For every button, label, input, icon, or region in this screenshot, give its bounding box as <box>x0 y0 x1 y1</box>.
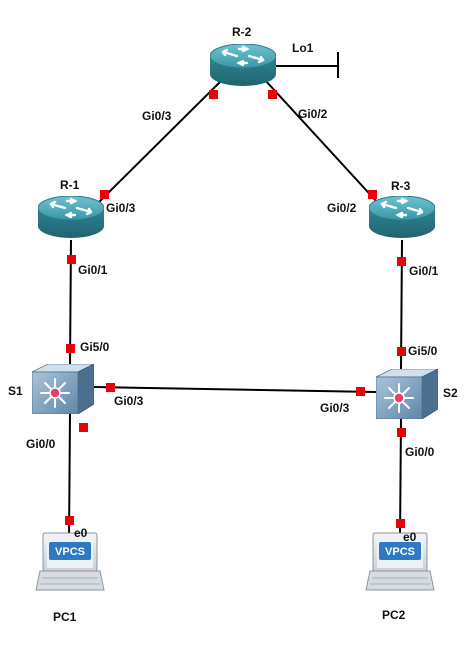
port-marker-r1-gi03[interactable] <box>100 190 109 199</box>
interface-label-s2-gi00: Gi0/0 <box>405 445 435 459</box>
link-r2-r3 <box>264 79 378 203</box>
interface-label-pc2-e0: e0 <box>403 530 417 544</box>
loopback-label: Lo1 <box>292 41 314 55</box>
vpcs-badge: VPCS <box>55 546 85 558</box>
port-marker-r1-gi01[interactable] <box>67 255 76 264</box>
vpcs-badge: VPCS <box>385 546 415 558</box>
interface-label-r3-gi01: Gi0/1 <box>409 264 439 278</box>
interface-label-r2-gi03: Gi0/3 <box>142 109 172 123</box>
interface-label-s1-gi00: Gi0/0 <box>26 437 56 451</box>
port-marker-s1-gi50[interactable] <box>66 344 75 353</box>
link-s1-s2 <box>93 386 377 393</box>
router-r3[interactable] <box>369 196 435 240</box>
device-label-pc1: PC1 <box>53 610 77 624</box>
interface-label-pc1-e0: e0 <box>74 526 88 540</box>
interface-label-r2-gi02: Gi0/2 <box>298 107 328 121</box>
port-marker-s2-gi50[interactable] <box>397 347 406 356</box>
port-marker-r2-gi03[interactable] <box>209 90 218 99</box>
multilayer-switch-icon <box>32 364 94 414</box>
vpcs-computer-icon <box>365 532 435 591</box>
interface-label-s2-gi50: Gi5/0 <box>408 344 438 358</box>
interface-label-s1-gi50: Gi5/0 <box>80 340 110 354</box>
port-marker-r3-gi01[interactable] <box>397 257 406 266</box>
device-label-s1: S1 <box>8 384 23 398</box>
switch-s2[interactable] <box>376 369 438 419</box>
switch-s1[interactable] <box>32 364 94 414</box>
port-marker-s1-gi03[interactable] <box>106 383 115 392</box>
port-marker-r2-gi02[interactable] <box>268 90 277 99</box>
interface-label-r3-gi02: Gi0/2 <box>327 201 357 215</box>
pc-pc1[interactable]: VPCS <box>35 532 105 591</box>
multilayer-switch-icon <box>376 369 438 419</box>
router-r2[interactable] <box>210 44 276 88</box>
port-marker-s1-gi00[interactable] <box>79 423 88 432</box>
link-r2-r1 <box>98 79 223 203</box>
port-marker-s2-gi00[interactable] <box>397 428 406 437</box>
interface-label-s1-gi03: Gi0/3 <box>114 394 144 408</box>
device-label-s2: S2 <box>443 386 458 400</box>
device-label-r3: R-3 <box>391 179 411 193</box>
router-r1[interactable] <box>38 196 104 240</box>
router-icon <box>38 196 104 240</box>
pc-pc2[interactable]: VPCS <box>365 532 435 591</box>
vpcs-computer-icon <box>35 532 105 591</box>
router-icon <box>210 44 276 88</box>
port-marker-pc2-e0[interactable] <box>396 519 405 528</box>
router-icon <box>369 196 435 240</box>
device-label-pc2: PC2 <box>382 608 406 622</box>
device-label-r1: R-1 <box>60 178 80 192</box>
interface-label-r1-gi03: Gi0/3 <box>106 201 136 215</box>
port-marker-pc1-e0[interactable] <box>65 516 74 525</box>
port-marker-s2-gi03[interactable] <box>356 387 365 396</box>
interface-label-s2-gi03: Gi0/3 <box>320 401 350 415</box>
port-marker-r3-gi02[interactable] <box>368 190 377 199</box>
interface-label-r1-gi01: Gi0/1 <box>78 263 108 277</box>
device-label-r2: R-2 <box>232 25 252 39</box>
